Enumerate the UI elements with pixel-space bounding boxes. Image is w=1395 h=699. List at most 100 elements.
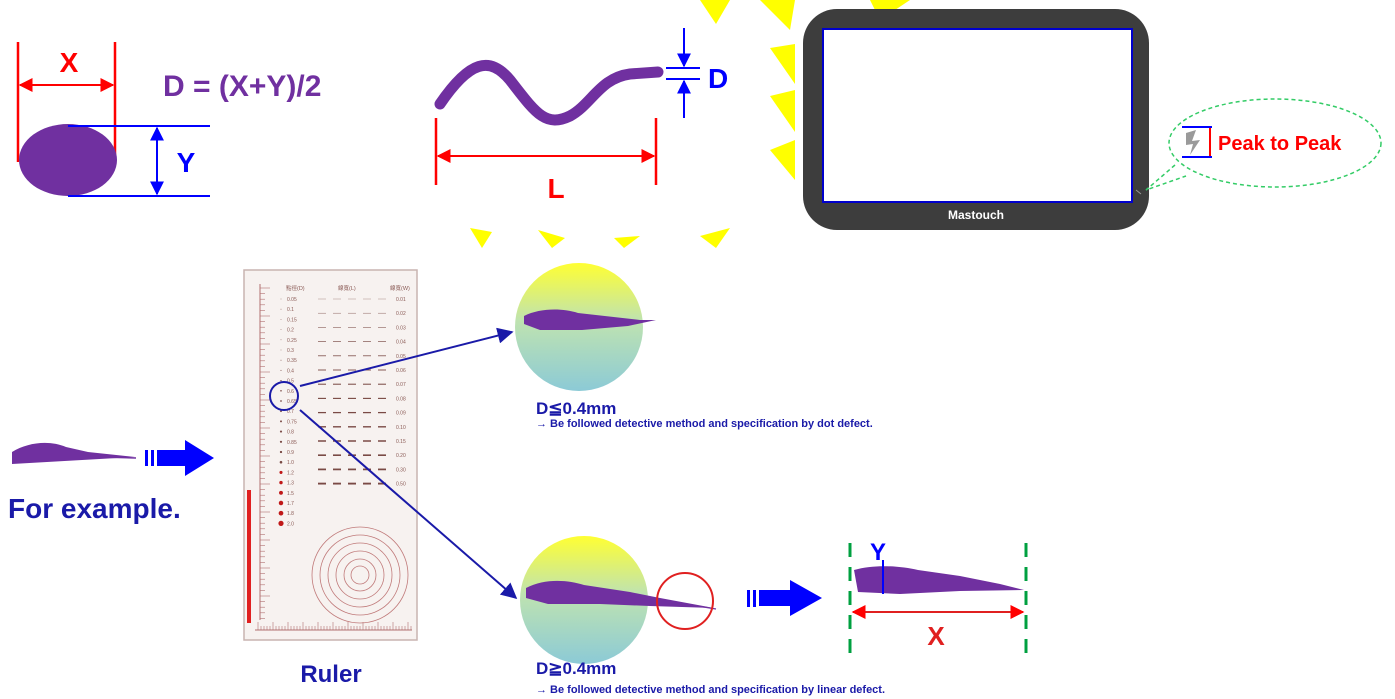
ruler-width-value: 0.10 (396, 425, 406, 431)
ruler-dot-value: 1.0 (287, 460, 294, 466)
ruler-dot-sample (278, 500, 284, 506)
ruler-width-value: 0.08 (396, 396, 406, 402)
ruler-dot-sample (280, 400, 282, 402)
ruler-dot-sample (280, 369, 282, 371)
ruler-dot-value: 2.0 (287, 521, 294, 527)
ruler-dot-value: 0.65 (287, 399, 297, 405)
ruler-width-value: 0.06 (396, 368, 406, 374)
ruler-dot-sample (280, 420, 282, 423)
ruler-red-bar (247, 490, 251, 623)
highlight-burst (470, 0, 910, 248)
ruler-dot-value: 0.6 (287, 389, 294, 395)
ruler-highlight-circle (269, 381, 299, 411)
tail-highlight-circle (656, 572, 714, 630)
ruler-dot-value: 0.15 (287, 317, 297, 323)
example-group: For example. (8, 440, 214, 524)
y-label: Y (177, 147, 196, 178)
ruler-width-value: 0.05 (396, 354, 406, 360)
ruler-dot-sample (280, 390, 282, 392)
arrow-to-linear-case (299, 409, 518, 600)
result-x-label: X (927, 621, 945, 651)
ruler-dot-value: 0.2 (287, 328, 294, 334)
ruler-width-value: 0.30 (396, 467, 406, 473)
ruler-dot-value: 0.8 (287, 430, 294, 436)
ruler-dot-value: 1.8 (287, 511, 294, 517)
ruler-dot-value: 0.75 (287, 419, 297, 425)
dot-defect-case: D≦0.4mm → Be followed detective method a… (515, 263, 873, 430)
ruler-dot-value: 1.3 (287, 481, 294, 487)
ruler-dot-sample (279, 450, 283, 454)
ruler-dot-value: 0.3 (287, 348, 294, 354)
ruler-dot-sample (279, 460, 283, 464)
ruler-dot-sample (280, 329, 282, 330)
ruler-caption: Ruler (300, 661, 361, 688)
example-arrow-icon (157, 440, 214, 476)
ruler-width-value: 0.01 (396, 297, 406, 303)
ruler-dot-value: 0.25 (287, 338, 297, 344)
measured-defect-shape (854, 566, 1024, 594)
ruler-width-value: 0.09 (396, 411, 406, 417)
arrow-to-dot-case (299, 327, 514, 387)
ruler-width-value: 0.50 (396, 482, 406, 488)
result-y-label: Y (870, 539, 886, 566)
line-defect-shape (434, 60, 664, 126)
peak-to-peak-callout (1168, 98, 1382, 188)
display-area (822, 28, 1133, 203)
result-arrow-icon (759, 580, 822, 616)
dot-condition: D≦0.4mm (536, 399, 616, 418)
linear-defect-case: D≧0.4mm → Be followed detective method a… (520, 536, 1028, 696)
linear-note: → Be followed detective method and speci… (536, 684, 885, 696)
ruler-gauge: 點徑(D) 線寬(L) 線寬(W) 0.050.10.150.20.250.30… (243, 269, 418, 688)
ruler-dot-sample (279, 480, 283, 485)
ruler-target-circles (311, 526, 409, 624)
linear-condition: D≧0.4mm (536, 659, 616, 678)
ruler-header-d: 點徑(D) (286, 284, 305, 292)
ruler-header-w: 線寬(W) (390, 284, 410, 292)
touch-panel-device: Mastouch Peak to Peak (803, 9, 1382, 230)
ruler-dot-sample (280, 349, 282, 351)
ruler-dot-sample (280, 339, 282, 341)
example-defect-shape (12, 442, 135, 464)
lightning-icon (1186, 130, 1200, 155)
ruler-dot-sample (280, 319, 282, 320)
ruler-width-value: 0.07 (396, 382, 406, 388)
ruler-width-value: 0.03 (396, 325, 406, 331)
ruler-dot-value: 0.1 (287, 307, 294, 313)
l-label: L (547, 173, 564, 204)
callout-label: Peak to Peak (1218, 133, 1342, 155)
d-label: D (708, 63, 728, 94)
ruler-dot-value: 1.2 (287, 470, 294, 476)
line-defect-panel: L D (434, 0, 910, 248)
diameter-formula: D = (X+Y)/2 (163, 70, 321, 103)
ruler-dot-sample (279, 470, 283, 474)
ruler-dot-value: 1.7 (287, 501, 294, 507)
ruler-dot-value: 1.5 (287, 491, 294, 497)
dot-defect-shape (19, 124, 117, 196)
ruler-dot-sample (280, 308, 282, 310)
ruler-header-l: 線寬(L) (338, 284, 356, 292)
ruler-width-value: 0.04 (396, 340, 406, 346)
ruler-dot-value: 0.4 (287, 368, 294, 374)
x-label: X (60, 47, 79, 78)
ruler-dot-value: 0.5 (287, 379, 294, 385)
ruler-dot-sample (279, 430, 283, 433)
ruler-dot-sample (280, 359, 282, 361)
ruler-width-value: 0.15 (396, 439, 406, 445)
ruler-width-value: 0.02 (396, 311, 406, 317)
ruler-dot-value: 0.85 (287, 440, 297, 446)
ruler-dot-value: 0.35 (287, 358, 297, 364)
ruler-dot-sample (280, 298, 282, 300)
ruler-dot-sample (279, 490, 283, 495)
dot-size-panel: X Y D = (X+Y)/2 (16, 42, 321, 197)
ruler-dot-sample (279, 440, 283, 443)
ruler-dot-sample (278, 510, 284, 516)
ruler-dot-value: 0.05 (287, 297, 297, 303)
ruler-dot-value: 0.7 (287, 409, 294, 415)
example-label: For example. (8, 493, 181, 524)
ruler-width-value: 0.20 (396, 453, 406, 459)
ruler-dot-sample (278, 520, 284, 527)
ruler-dot-sample (280, 379, 282, 382)
ruler-dot-value: 0.9 (287, 450, 294, 456)
dot-note: → Be followed detective method and speci… (536, 418, 873, 430)
